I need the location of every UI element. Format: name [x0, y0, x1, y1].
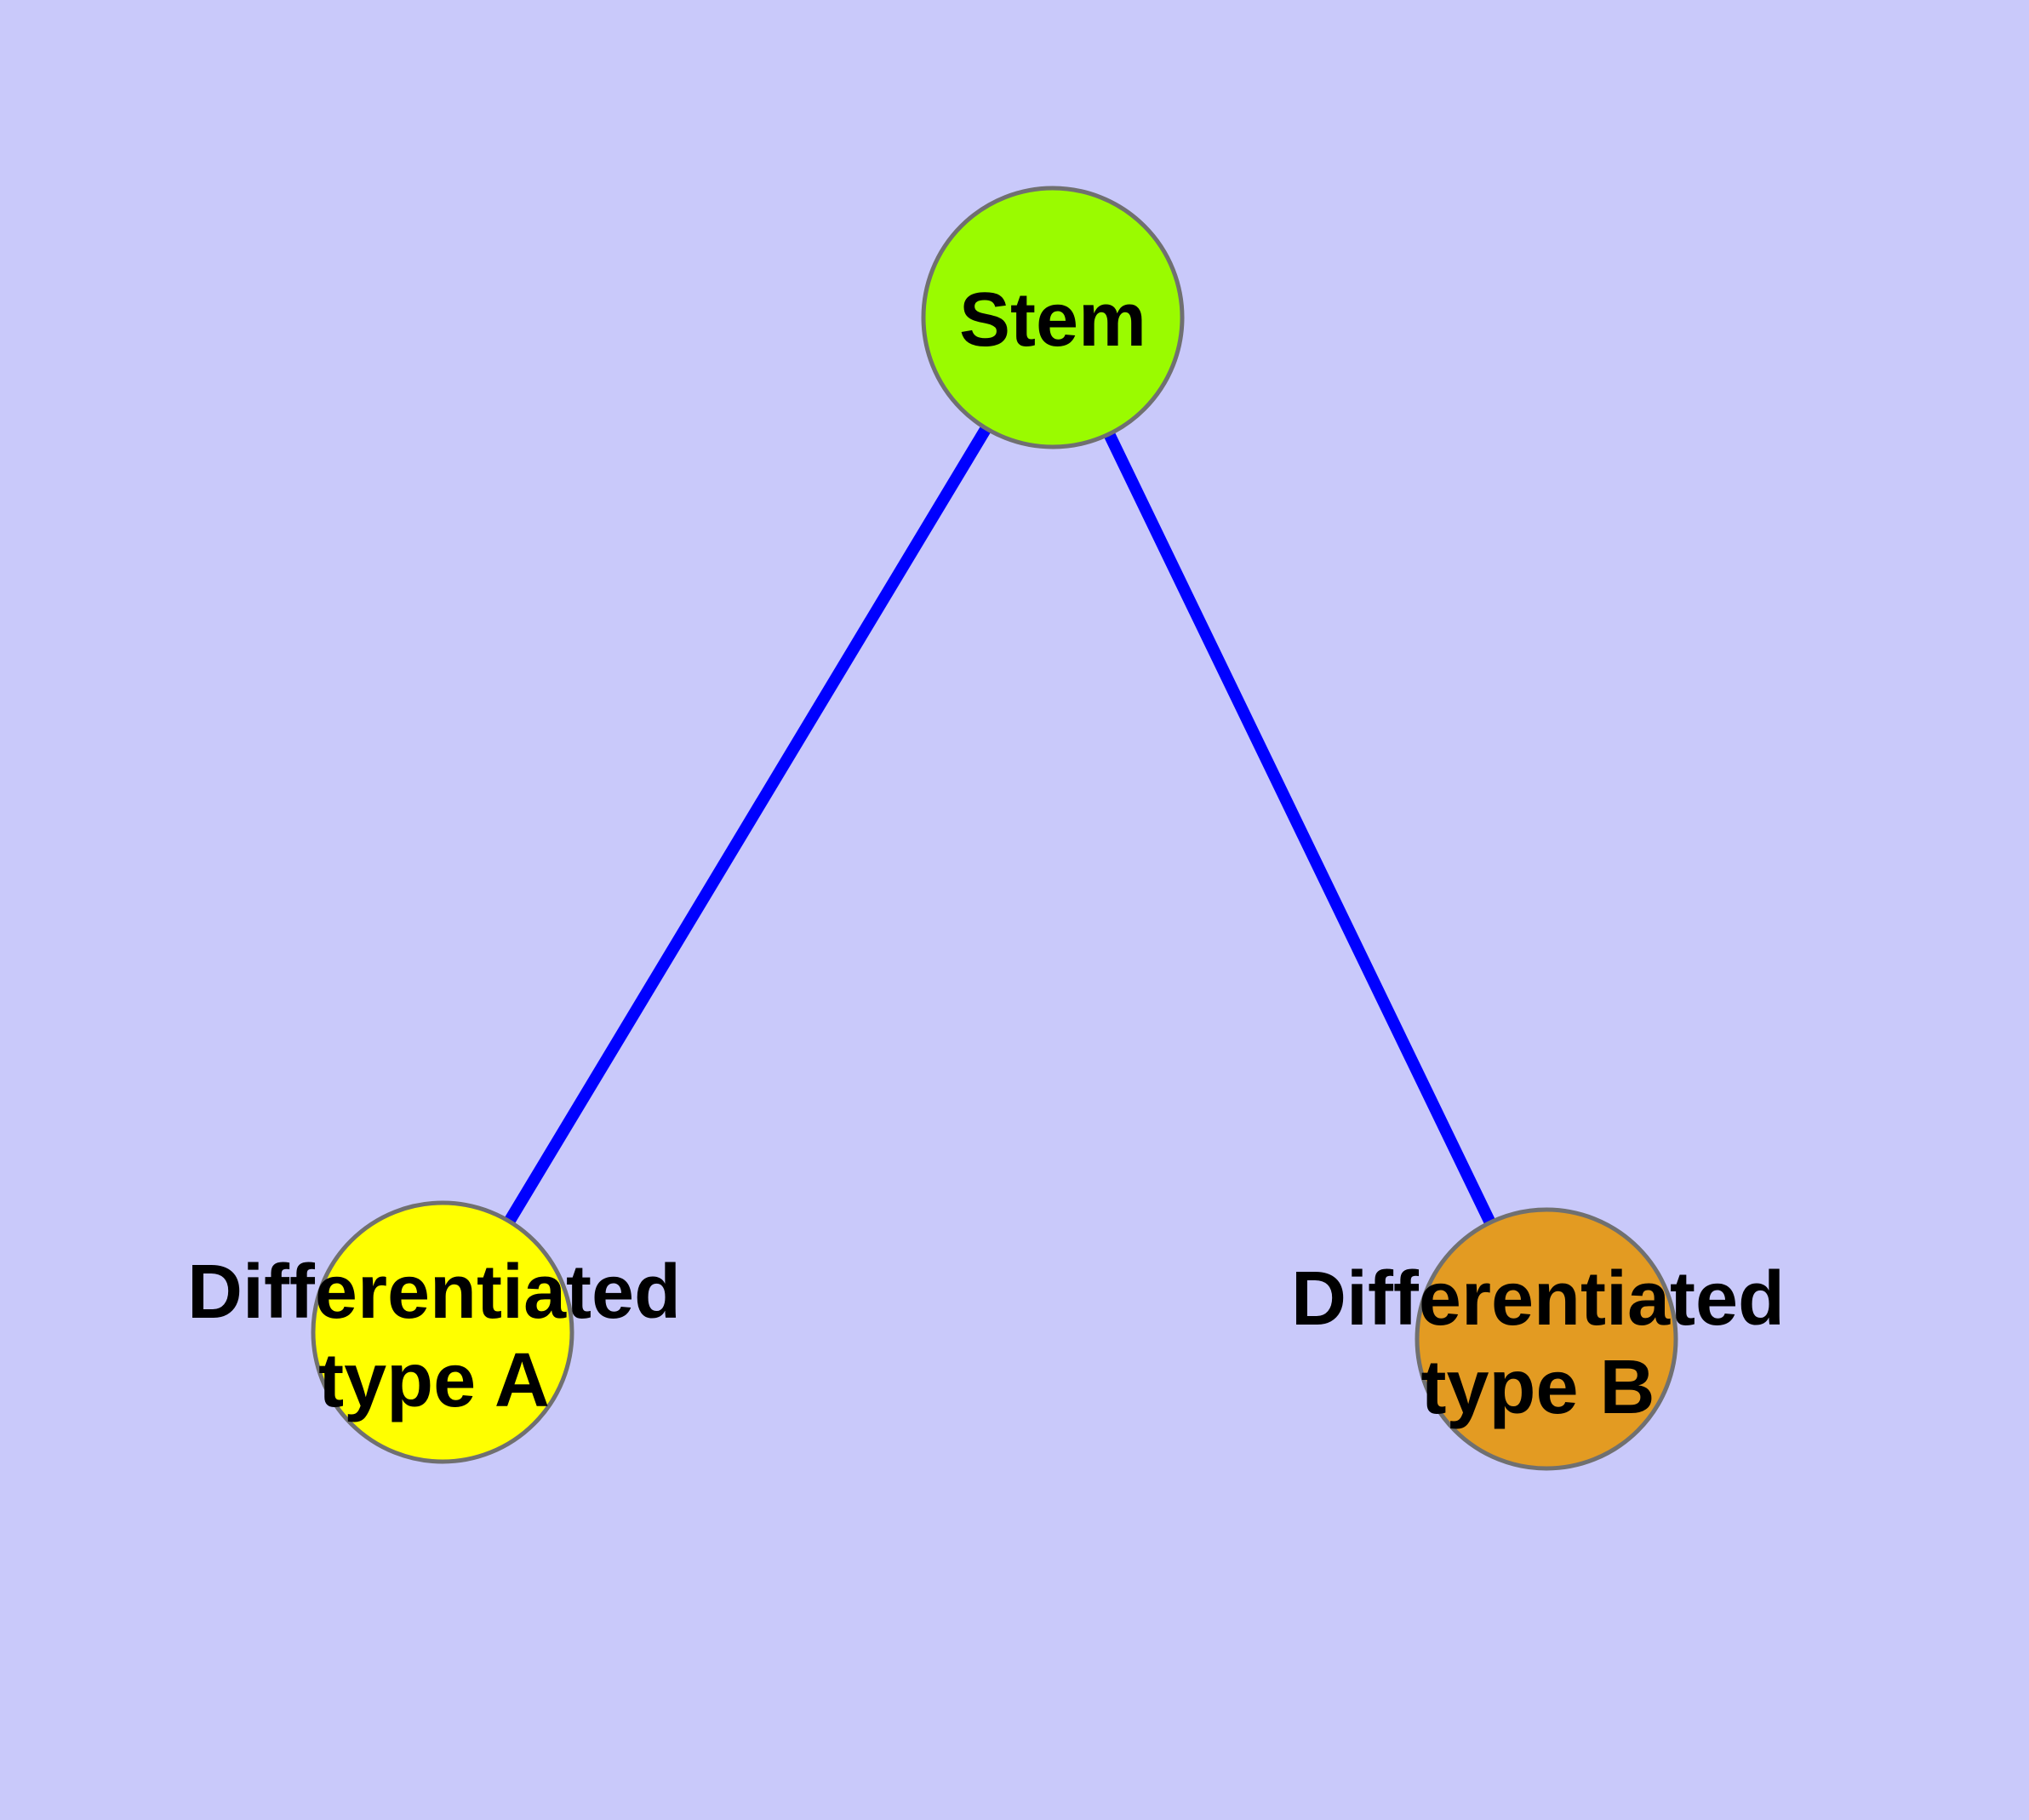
node-differentiated-type-a-label-line2: type A [318, 1338, 550, 1423]
edge-stem-to-type-a [437, 314, 1058, 1336]
node-differentiated-type-b-circle [1415, 1207, 1678, 1471]
node-stem-label: Stem [959, 278, 1146, 363]
edge-stem-to-type-b [1047, 314, 1552, 1342]
node-stem-circle [921, 186, 1185, 449]
node-differentiated-type-a-label-line1: Differentiated [187, 1250, 681, 1335]
node-differentiated-type-a-circle [311, 1200, 574, 1464]
node-differentiated-type-b-label-line1: Differentiated [1291, 1256, 1785, 1342]
node-differentiated-type-b-label-line2: type B [1420, 1345, 1655, 1430]
